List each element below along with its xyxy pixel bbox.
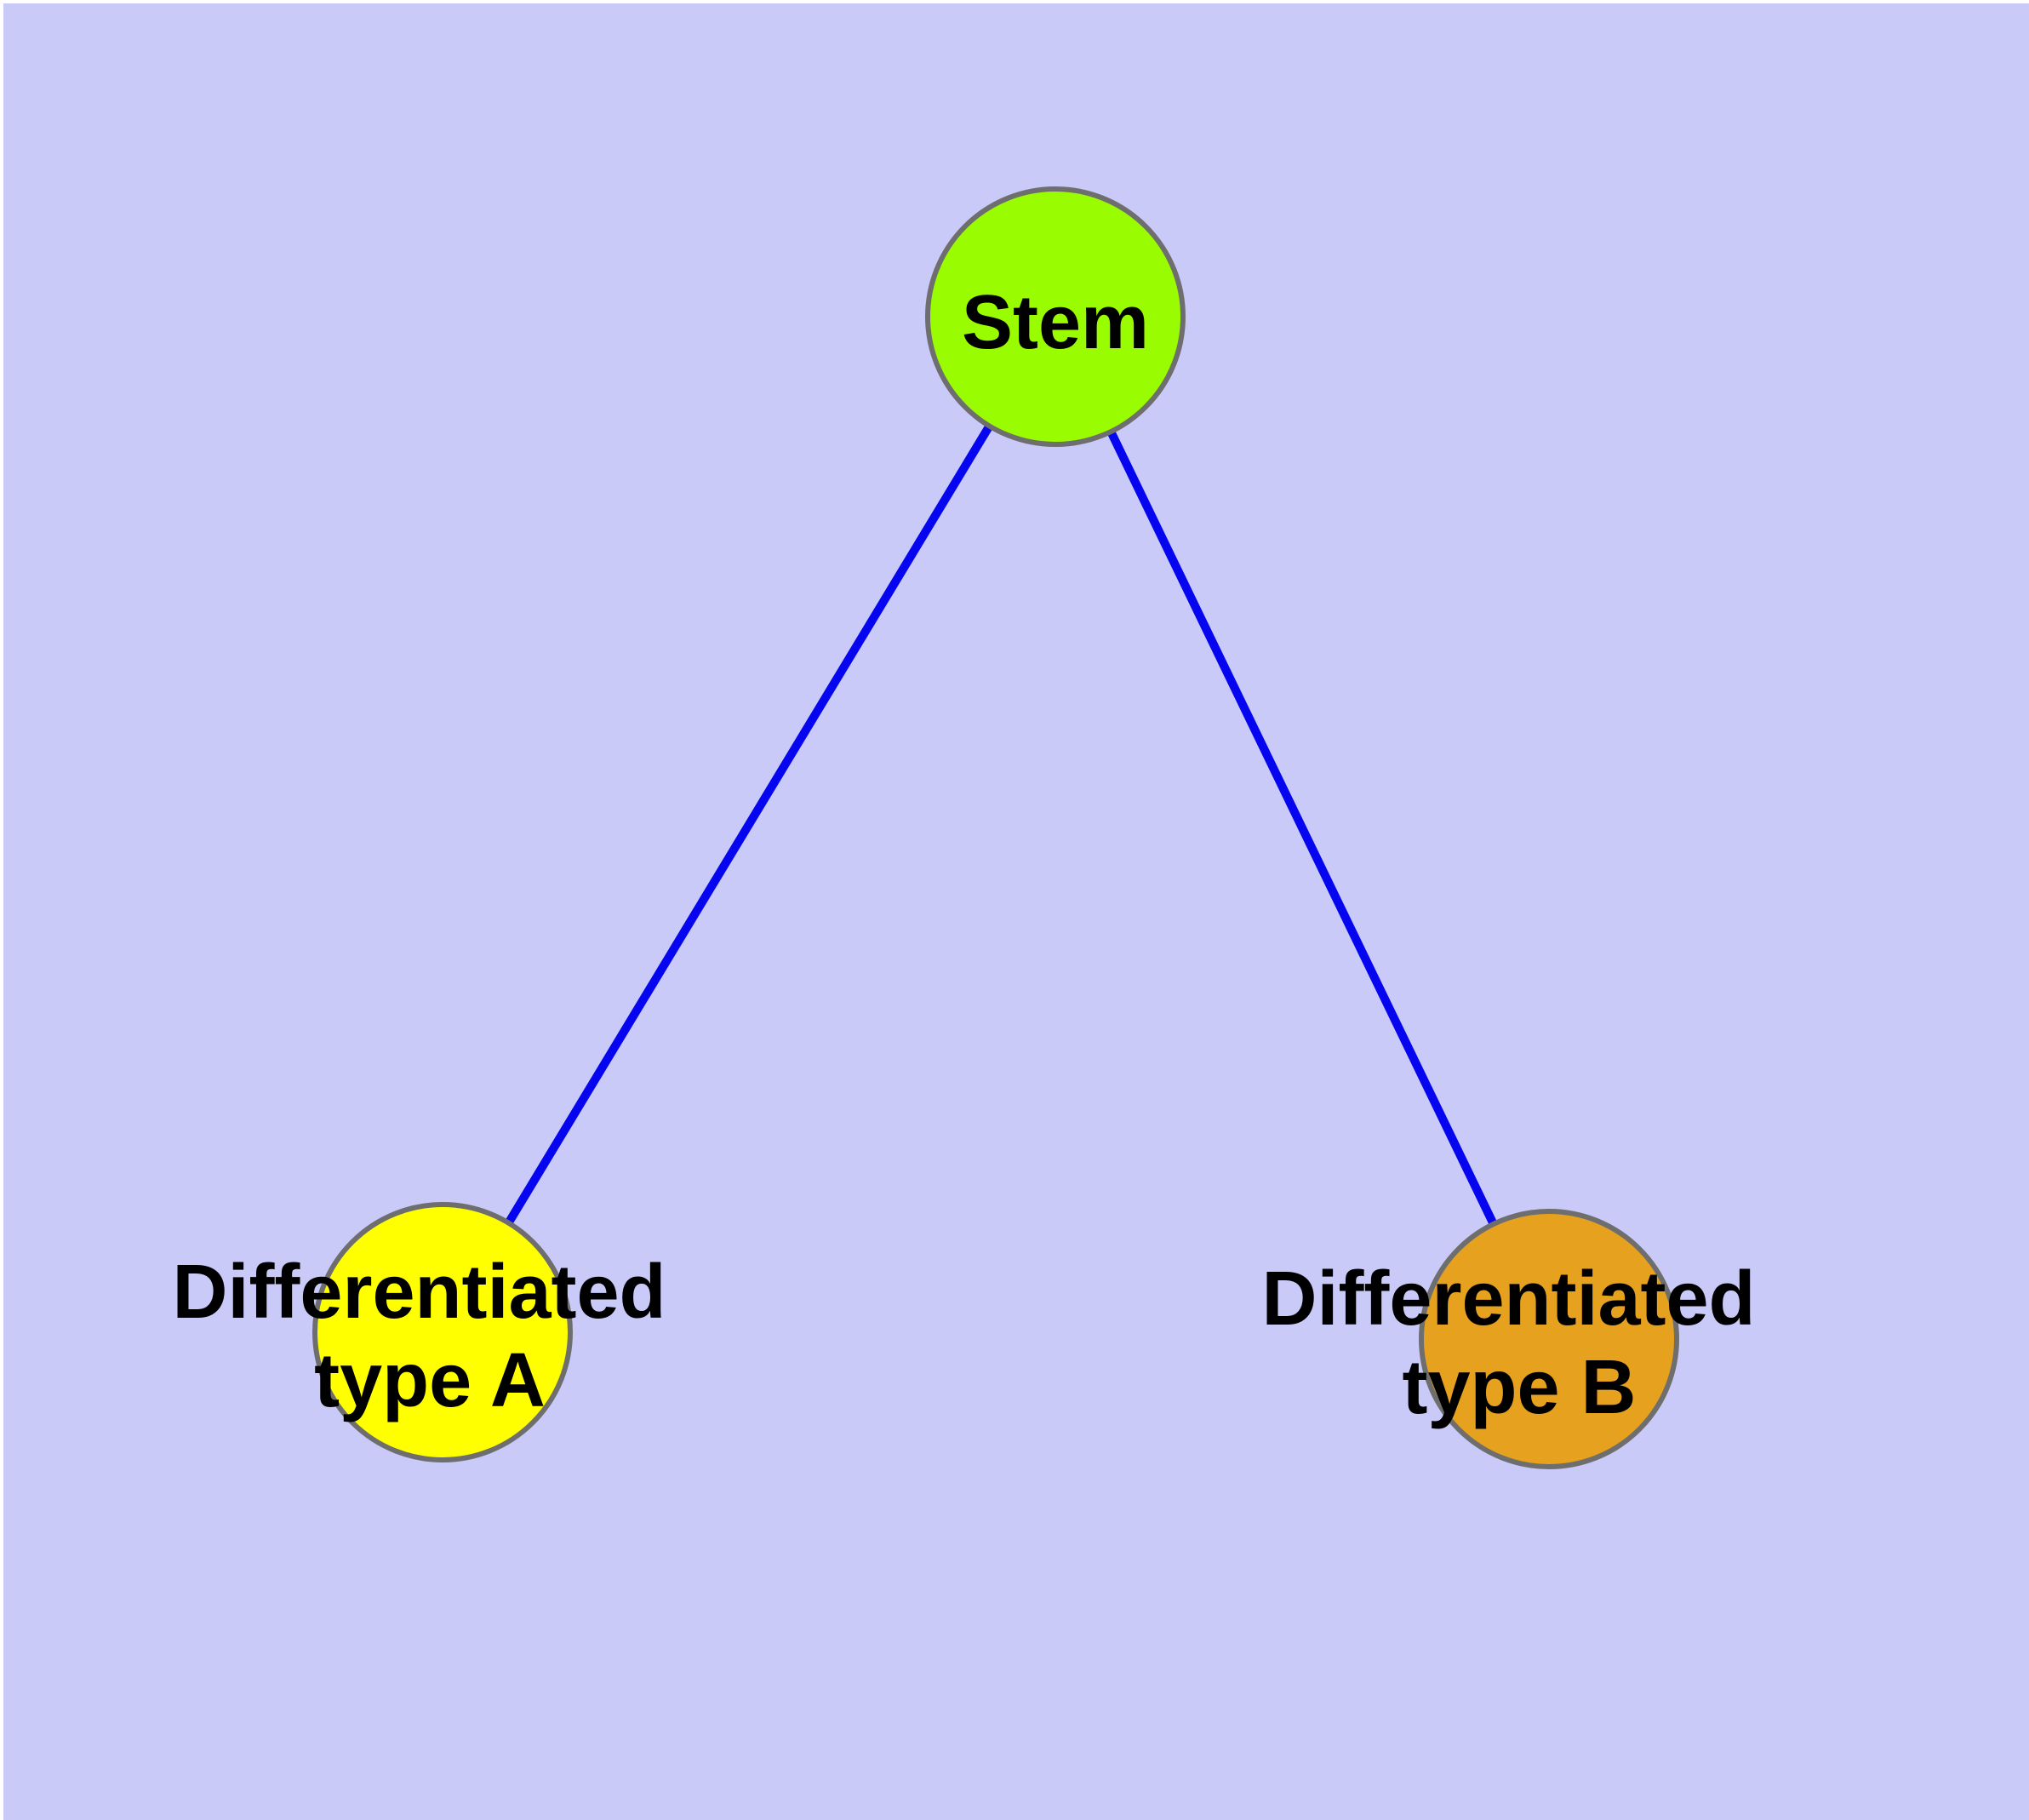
- edge-stem-to-typeB: [1051, 314, 1553, 1342]
- node-differentiated-type-b: [1419, 1209, 1679, 1469]
- node-label-differentiated-type-b: Differentiated type B: [1261, 1256, 1776, 1430]
- node-label-differentiated-type-b-line1: Differentiated: [1261, 1256, 1755, 1342]
- edge-stem-to-typeA: [438, 314, 1060, 1335]
- node-label-differentiated-type-a-line2: type A: [314, 1338, 546, 1423]
- node-differentiated-type-a: [312, 1202, 573, 1462]
- node-label-differentiated-type-a: Differentiated type A: [172, 1250, 687, 1423]
- node-stem: [925, 186, 1186, 447]
- node-label-differentiated-type-a-line1: Differentiated: [172, 1250, 666, 1335]
- node-label-stem: Stem: [962, 280, 1149, 365]
- node-label-differentiated-type-b-line2: type B: [1402, 1345, 1636, 1430]
